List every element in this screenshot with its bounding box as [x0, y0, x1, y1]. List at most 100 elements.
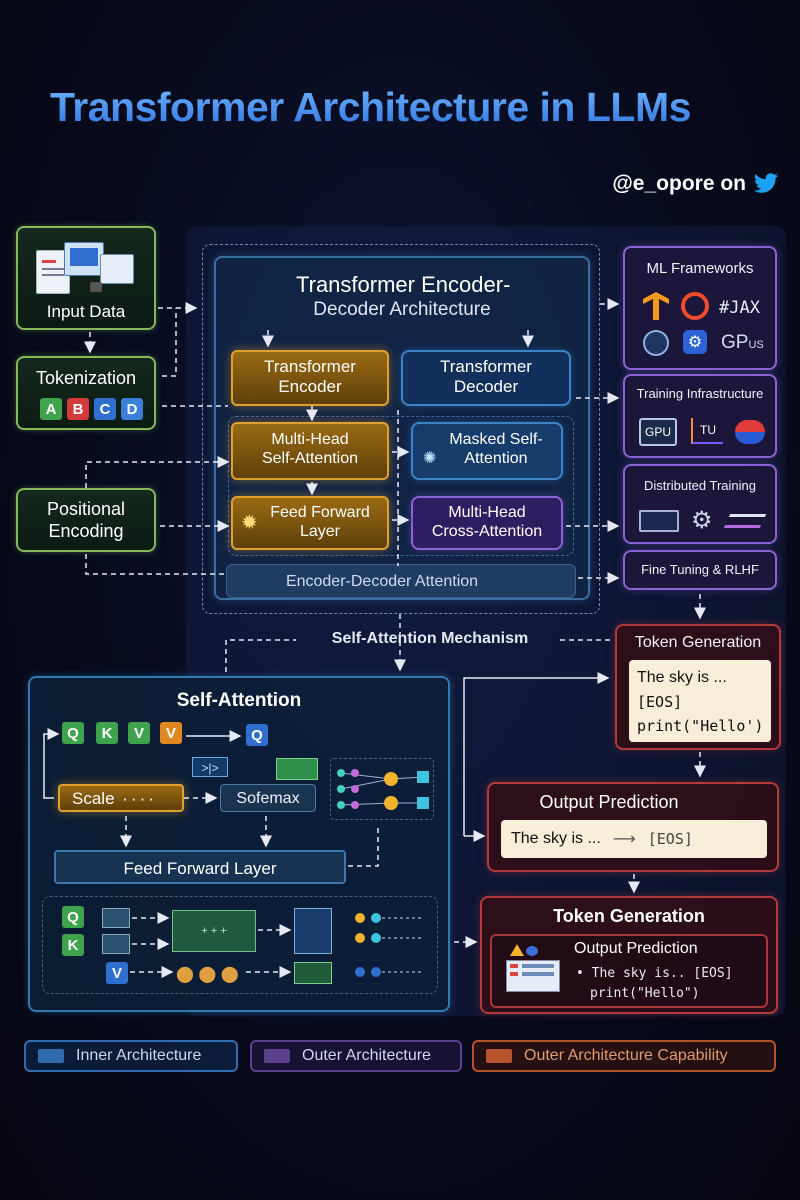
matrix-q-icon: [102, 908, 130, 928]
masked-self-attention-box[interactable]: ✺ Masked Self- Attention: [411, 422, 563, 480]
attention-nodes: [330, 758, 434, 820]
input-data-box[interactable]: Input Data: [16, 226, 156, 330]
multi-head-self-attention-box[interactable]: Multi-Head Self-Attention: [231, 422, 389, 480]
feed-forward-layer-box[interactable]: ✹ Feed Forward Layer: [231, 496, 389, 550]
self-attention-mechanism-label: Self-Attention Mechanism: [331, 630, 529, 647]
sparkle-icon: ✺: [423, 450, 437, 467]
token-generation-paper: The sky is ... [EOS] print("Hello'): [629, 660, 771, 742]
qkv-detail-frame: [42, 896, 438, 994]
cog-icon: ⚙: [691, 507, 713, 534]
scale-label: Scale ····: [72, 789, 157, 808]
ml-frameworks-box[interactable]: ML Frameworks #JAX ⚙ GPUS: [623, 246, 777, 370]
feed-forward-layer-bar[interactable]: Feed Forward Layer: [54, 850, 346, 884]
sun-icon: ✹: [241, 512, 258, 534]
inner-layers-frame: [228, 416, 574, 556]
value-matrix-icon: [294, 962, 332, 984]
multi-head-cross-attention-box[interactable]: Multi-Head Cross-Attention: [411, 496, 563, 550]
self-attention-title: Self-Attention: [176, 690, 302, 711]
feed-forward-layer-bar-label: Feed Forward Layer: [123, 859, 277, 878]
token-chip-c: C: [94, 398, 116, 420]
transformer-decoder-box[interactable]: Transformer Decoder: [401, 350, 571, 406]
cloud-logo-icon: [735, 420, 765, 444]
output-prediction-paper: The sky is ... ⟶ [EOS]: [501, 820, 767, 858]
gp-label: GPUS: [721, 332, 764, 354]
scale-box[interactable]: Scale ····: [58, 784, 184, 812]
gpu-label: GPU: [644, 425, 671, 439]
multi-head-self-attention-label: Multi-Head Self-Attention: [261, 431, 359, 468]
legend-outer: Outer Architecture: [250, 1040, 462, 1072]
tu-label: TU: [700, 423, 716, 437]
q-chip: Q: [62, 722, 84, 744]
people-icons: ⬤ ⬤ ⬤: [176, 966, 239, 983]
gp-sub: US: [748, 339, 764, 351]
legend-inner: Inner Architecture: [24, 1040, 238, 1072]
legend-inner-label: Inner Architecture: [76, 1047, 202, 1064]
output-prediction-title: Output Prediction: [539, 792, 679, 812]
transformer-decoder-label: Transformer Decoder: [440, 357, 532, 397]
keras-icon: [643, 330, 669, 356]
tensorflow-icon: [643, 292, 669, 320]
final-line-2: print("Hello"): [590, 986, 700, 1001]
encoder-decoder-dashed-frame: [202, 244, 600, 614]
token-generation-box[interactable]: Token Generation The sky is ... [EOS] pr…: [615, 624, 781, 750]
tpu-chip: TU: [691, 418, 723, 444]
softmax-box[interactable]: Sofemax: [220, 784, 316, 812]
v3-chip: V: [106, 962, 128, 984]
legend-capability-swatch: [486, 1049, 512, 1063]
tokenization-label: Tokenization: [35, 368, 137, 388]
output-prediction-box[interactable]: Output Prediction The sky is ... ⟶ [EOS]: [487, 782, 779, 872]
tokenization-box[interactable]: Tokenization A B C D: [16, 356, 156, 430]
ml-frameworks-title: ML Frameworks: [646, 260, 754, 277]
matrix-k-icon: [102, 934, 130, 954]
distributed-training-title: Distributed Training: [644, 478, 756, 493]
chevrons-icon: >|>: [192, 757, 228, 777]
pytorch-icon: [681, 292, 709, 320]
legend-outer-label: Outer Architecture: [302, 1047, 431, 1064]
matmul-block: + + +: [172, 910, 256, 952]
token-chips: A B C D: [40, 398, 143, 420]
dashboard-icon: [506, 944, 562, 994]
output-text: The sky is ...: [511, 830, 601, 847]
encoder-decoder-attention-bar[interactable]: Encoder-Decoder Attention: [226, 564, 576, 598]
q3-chip: Q: [62, 906, 84, 928]
k3-chip: K: [62, 934, 84, 956]
gear-icon: ⚙: [683, 330, 707, 354]
q2-chip: Q: [246, 724, 268, 746]
softmax-label: Sofemax: [236, 790, 300, 807]
training-infrastructure-box[interactable]: Training Infrastructure GPU TU: [623, 374, 777, 458]
output-matrix-icon: [294, 908, 332, 954]
legend-capability-label: Outer Architecture Capability: [524, 1047, 728, 1064]
gp-text: GP: [721, 332, 749, 353]
matrix-icon: [276, 758, 318, 780]
final-line-1: • The sky is.. [EOS]: [576, 966, 733, 981]
author-handle[interactable]: @e_opore on: [612, 172, 780, 196]
twitter-bird-icon: [753, 173, 779, 193]
multi-head-cross-attention-label: Multi-Head Cross-Attention: [431, 504, 543, 541]
token-chip-d: D: [121, 398, 143, 420]
token-chip-b: B: [67, 398, 89, 420]
encoder-decoder-title-line1: Transformer Encoder-: [296, 272, 511, 297]
v-chip: V: [128, 722, 150, 744]
gpu-chip: GPU: [639, 418, 677, 446]
output-eos: [EOS]: [647, 830, 693, 848]
legend-capability: Outer Architecture Capability: [472, 1040, 776, 1072]
arrow-icon: ⟶: [612, 831, 636, 848]
positional-encoding-label: Positional Encoding: [46, 499, 126, 541]
documents-icon: [36, 242, 136, 298]
input-data-label: Input Data: [46, 302, 126, 321]
handle-text: @e_opore on: [612, 172, 746, 195]
fine-tuning-box[interactable]: Fine Tuning & RLHF: [623, 550, 777, 590]
final-output-prediction-title: Output Prediction: [574, 940, 698, 957]
legend-inner-swatch: [38, 1049, 64, 1063]
k-chip: K: [96, 722, 118, 744]
feed-forward-layer-label: Feed Forward Layer: [270, 504, 370, 541]
token-chip-a: A: [40, 398, 62, 420]
transformer-encoder-box[interactable]: Transformer Encoder: [231, 350, 389, 406]
distributed-training-box[interactable]: Distributed Training ⚙: [623, 464, 777, 544]
final-token-generation-box[interactable]: Token Generation Output Prediction • The…: [480, 896, 778, 1014]
final-token-generation-title: Token Generation: [553, 906, 705, 926]
encoder-decoder-attention-label: Encoder-Decoder Attention: [285, 573, 479, 590]
positional-encoding-box[interactable]: Positional Encoding: [16, 488, 156, 552]
jax-label: #JAX: [719, 298, 760, 318]
speed-lines-icon: [723, 514, 767, 528]
